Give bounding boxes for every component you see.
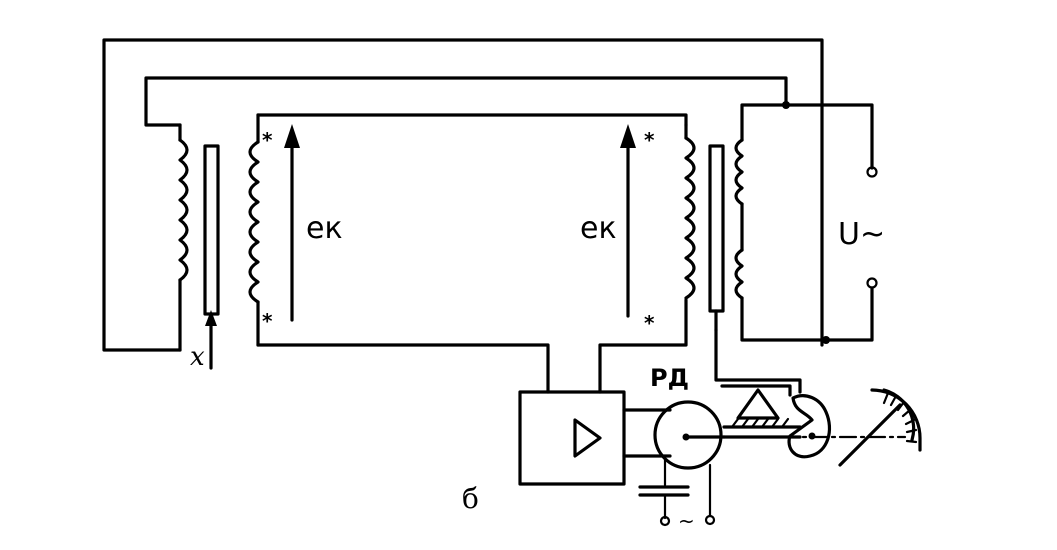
left-secondary-winding bbox=[248, 113, 260, 347]
left-core bbox=[203, 144, 220, 316]
core-lever bbox=[714, 328, 802, 394]
right-core bbox=[708, 144, 725, 313]
right-emf-arrowhead bbox=[620, 124, 636, 148]
cam bbox=[787, 394, 832, 459]
amplifier-symbol bbox=[573, 418, 602, 458]
indicator-pointer bbox=[838, 403, 902, 467]
lever-fulcrum bbox=[736, 388, 780, 420]
secondary-loop-wire bbox=[256, 113, 688, 127]
emf-label-left: eк bbox=[306, 211, 343, 246]
motor-label: РД bbox=[650, 364, 689, 392]
star-mark: * bbox=[644, 128, 655, 152]
secondary-bottom-wire-right bbox=[598, 298, 688, 394]
star-mark: * bbox=[644, 311, 655, 335]
outer-loop-wire bbox=[102, 38, 824, 352]
star-mark: * bbox=[262, 128, 273, 152]
left-primary-winding bbox=[178, 123, 189, 352]
supply-transformer bbox=[734, 103, 828, 342]
sub-caption: б bbox=[462, 482, 479, 515]
core-lever bbox=[720, 384, 792, 397]
displacement-label: x bbox=[190, 342, 205, 372]
left-emf-arrowhead bbox=[284, 124, 300, 148]
emf-label-right: eк bbox=[580, 211, 617, 246]
motor bbox=[653, 400, 723, 470]
right-secondary-winding bbox=[684, 123, 696, 300]
supply-terminal-top bbox=[866, 166, 878, 178]
motor-terminal bbox=[659, 515, 671, 527]
rack-hatching bbox=[730, 417, 790, 429]
left-core-arrow bbox=[205, 310, 217, 326]
secondary-bottom-wire bbox=[256, 343, 550, 394]
amplifier-block bbox=[518, 390, 626, 486]
indicator-dial bbox=[870, 388, 922, 452]
supply-terminal-bottom bbox=[866, 277, 878, 289]
voltage-label: U~ bbox=[838, 217, 885, 252]
excitation-wire bbox=[144, 76, 788, 127]
supply-symbol: ~ bbox=[678, 509, 695, 533]
star-mark: * bbox=[262, 309, 273, 333]
motor-terminal bbox=[704, 514, 716, 526]
supply-wire-top bbox=[784, 103, 874, 170]
supply-wire-bottom bbox=[824, 286, 874, 342]
